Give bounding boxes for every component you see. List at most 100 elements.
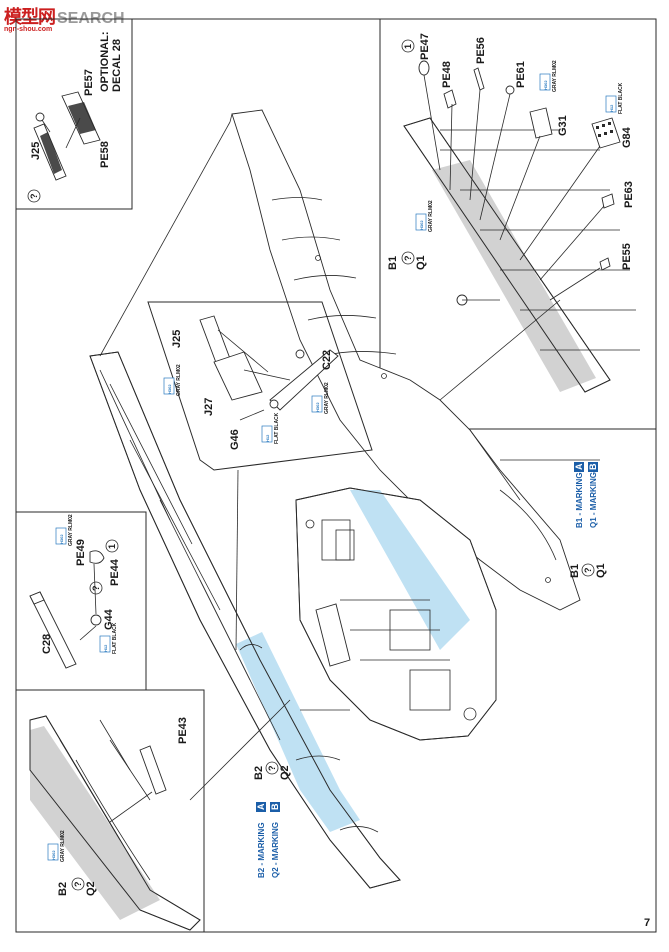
svg-text:H302: H302: [167, 384, 172, 394]
label-pe48: PE48: [441, 61, 453, 88]
watermark-url: ngn-shou.com: [4, 26, 53, 33]
cockpit-panel-shading: [432, 160, 596, 392]
page-frame: [15, 18, 657, 933]
marking-badge-a: [574, 462, 584, 472]
marking-legend-right: B1 - MARKING A Q1 - MARKING B: [574, 462, 598, 528]
page-number: 7: [644, 917, 650, 929]
svg-text:GRAY RLM02: GRAY RLM02: [176, 364, 182, 396]
svg-text:GRAY RLM02: GRAY RLM02: [428, 200, 434, 232]
svg-text:H302: H302: [419, 220, 424, 230]
pin-icon: [35, 112, 45, 122]
inset-center-frame: [147, 301, 373, 471]
label-c22: C22: [321, 350, 333, 370]
remove-symbol-icon: [401, 39, 415, 53]
pe55-part: [599, 257, 611, 271]
svg-text:FLAT BLACK: FLAT BLACK: [274, 412, 280, 444]
label-pe57: PE57: [83, 69, 95, 96]
marking-badge-a2: [256, 802, 266, 812]
inset-top-right: H302 GRAY RLM02 H302 GRAY RLM02 H12 FLAT…: [387, 33, 640, 393]
paint-chip-gray-tr1: H302 GRAY RLM02: [415, 200, 434, 232]
svg-text:H302: H302: [315, 402, 320, 412]
optional-symbol: ?: [29, 194, 39, 200]
label-c28: C28: [41, 634, 53, 654]
marking-b2: B2 - MARKING: [257, 822, 266, 878]
marking-q2: Q2 - MARKING: [271, 822, 280, 878]
svg-text:GRAY RLM02: GRAY RLM02: [68, 514, 74, 546]
optional-note-line1: OPTIONAL:: [99, 32, 111, 93]
marking-badge-b2: [270, 802, 280, 812]
svg-text:FLAT BLACK: FLAT BLACK: [112, 622, 118, 654]
svg-text:GRAY RLM02: GRAY RLM02: [324, 382, 330, 414]
svg-text:A: A: [574, 463, 584, 470]
label-pe58: PE58: [99, 141, 111, 168]
paint-chip-black-lm: H12 FLAT BLACK: [99, 622, 118, 654]
svg-text:H12: H12: [103, 644, 108, 652]
label-g84: G84: [621, 126, 633, 148]
label-pe43: PE43: [177, 717, 189, 744]
marking-b1: B1 - MARKING: [575, 472, 584, 528]
svg-text:B: B: [270, 803, 280, 810]
c28-part: [29, 591, 77, 669]
fuselage-interior-blue: [236, 632, 360, 832]
paint-chip-black-tr: H12 FLAT BLACK: [605, 82, 624, 114]
label-pe61: PE61: [515, 61, 527, 88]
marking-legend-left: B2 - MARKING A Q2 - MARKING B: [256, 802, 280, 878]
svg-text:H302: H302: [51, 850, 56, 860]
pe47-part: [418, 60, 430, 76]
inset-bottom-left: H302 GRAY RLM02 ? PE43 B2 Q2: [29, 715, 201, 931]
label-q1-right: Q1: [595, 563, 607, 578]
svg-text:A: A: [256, 803, 266, 810]
pe48-part: [443, 89, 457, 109]
label-j27: J27: [203, 398, 215, 416]
paint-chip-gray-tr2: H302 GRAY RLM02: [539, 60, 558, 92]
optional-symbol-tr-icon: [401, 251, 415, 265]
optional-symbol-right: ?: [583, 568, 593, 574]
svg-text:B: B: [588, 463, 598, 470]
paint-chip-gray-c2: H302 GRAY RLM02: [311, 382, 330, 414]
right-callout: B1 ? Q1: [569, 563, 607, 578]
pe61-part: [505, 85, 515, 95]
optional-symbol-lm: ?: [91, 586, 101, 592]
left-callout: B2 ? Q2: [253, 761, 291, 780]
j27-part: [213, 351, 263, 401]
pe63-part: [601, 193, 615, 209]
optional-symbol-tr: ?: [403, 256, 413, 262]
svg-text:H12: H12: [265, 434, 270, 442]
remove-symbol-tr: 1: [403, 44, 413, 49]
watermark-logo: 模型网: [4, 7, 56, 27]
label-g31: G31: [557, 115, 569, 136]
inset-top-left: ? J25 PE57 PE58 OPTIONAL: DECAL 28: [27, 32, 123, 203]
label-pe47: PE47: [419, 33, 431, 60]
label-j25-tl: J25: [30, 142, 42, 160]
label-pe55: PE55: [621, 243, 633, 270]
label-g44: G44: [103, 608, 115, 630]
loose-part: [315, 603, 351, 667]
label-b2-bl: B2: [57, 882, 69, 896]
fuselage-detail-shading: [30, 726, 160, 920]
main-fuselage: [89, 109, 600, 889]
label-b1-right: B1: [569, 564, 581, 578]
label-pe63: PE63: [623, 181, 635, 208]
paint-chip-gray-bl: H302 GRAY RLM02: [47, 830, 66, 862]
j25-lettering: [40, 132, 62, 174]
inset-top-left-frame: [15, 18, 133, 210]
optional-symbol-icon: [27, 189, 41, 203]
cockpit-blue: [350, 490, 470, 650]
label-pe49: PE49: [75, 539, 87, 566]
pe56-part: [473, 67, 485, 91]
pe43-part: [139, 745, 167, 795]
g44-part: [90, 614, 102, 626]
pe49-part: [89, 550, 105, 564]
optional-symbol-bl: ?: [73, 882, 83, 888]
g46-part: [269, 399, 279, 409]
remove-symbol-lm: 1: [107, 544, 117, 549]
marking-badge-b: [588, 462, 598, 472]
pe57-lettering: [68, 102, 96, 134]
paint-chip-gray-c1: H302 GRAY RLM02: [163, 364, 182, 396]
optional-symbol-left-icon: [265, 761, 279, 775]
label-q1-tr: Q1: [415, 255, 427, 270]
g31-part: [529, 107, 553, 139]
inset-bottom-left-frame: [15, 689, 205, 933]
svg-text:GRAY RLM02: GRAY RLM02: [552, 60, 558, 92]
